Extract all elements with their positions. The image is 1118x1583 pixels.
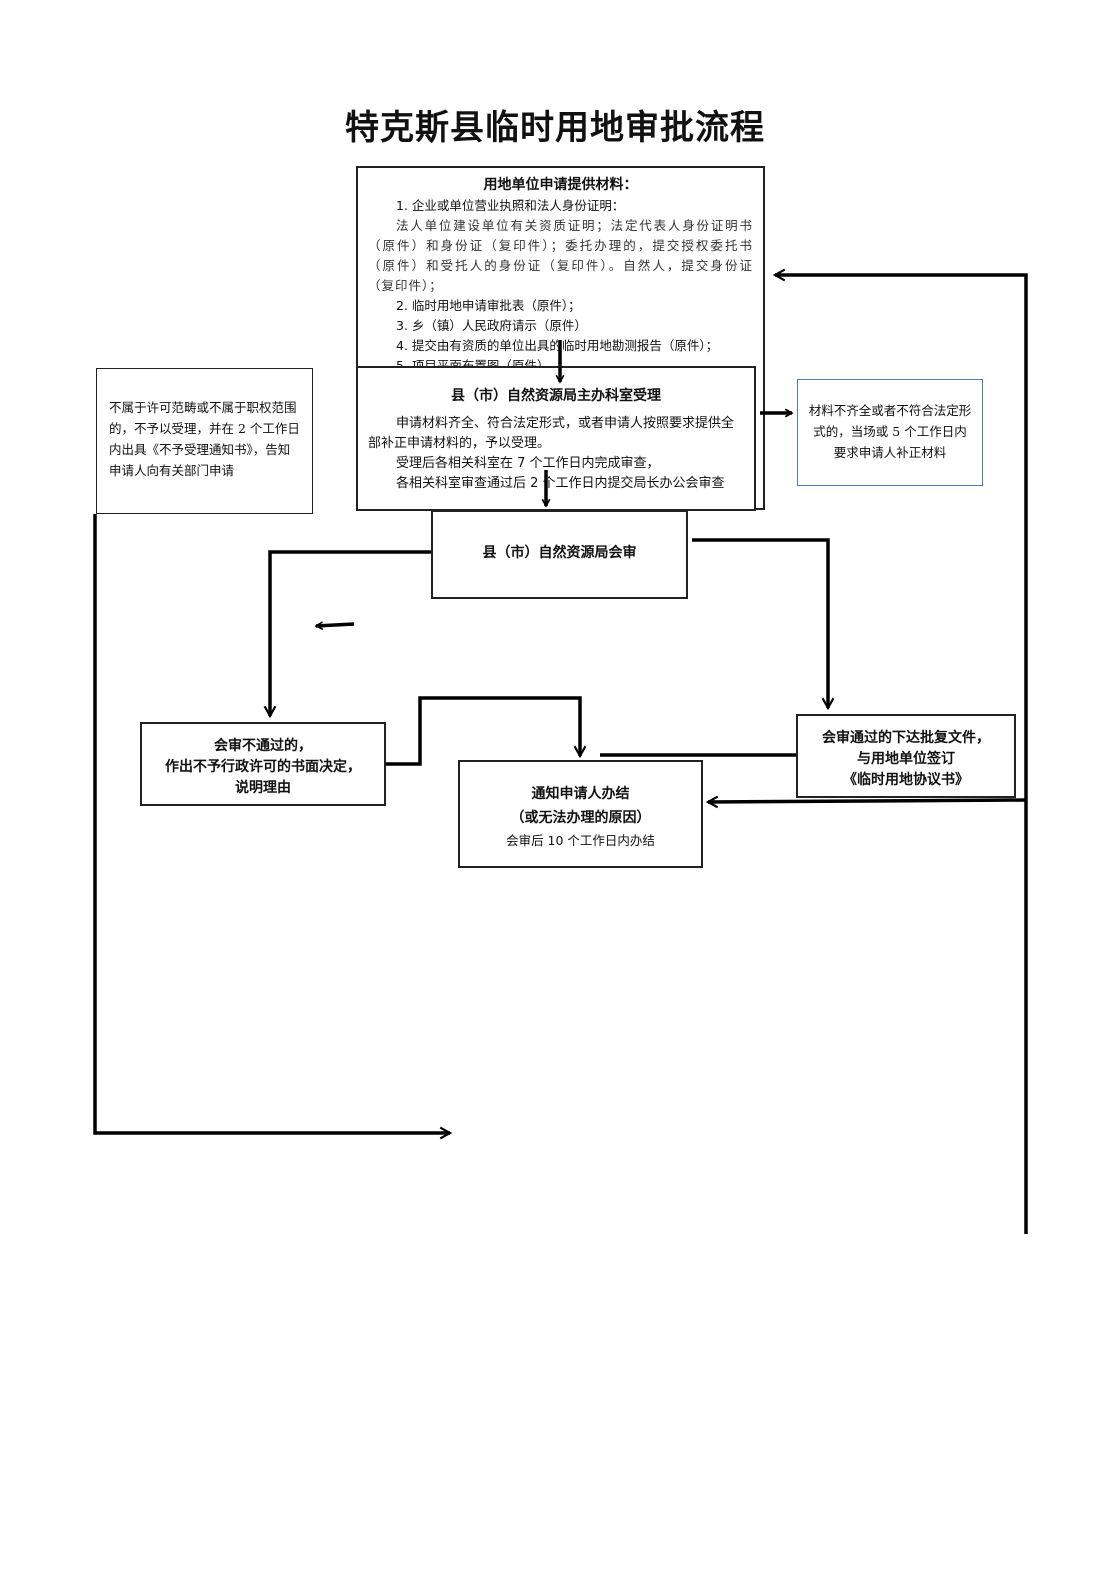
approved-line-2: 与用地单位签订 [857,751,955,767]
materials-item-1-detail: 法人单位建设单位有关资质证明；法定代表人身份证明书（原件）和身份证（复印件）；委… [368,218,753,293]
acceptance-line-1: 申请材料齐全、符合法定形式，或者申请人按照要求提供全部补正申请材料的，予以受理。 [368,416,735,451]
acceptance-line-2: 受理后各相关科室在 7 个工作日内完成审查， [396,456,660,471]
supplement-text: 材料不齐全或者不符合法定形式的，当场或 5 个工作日内要求申请人补正材料 [808,403,972,460]
acceptance-box: 县（市）自然资源局主办科室受理 申请材料齐全、符合法定形式，或者申请人按照要求提… [356,366,756,511]
review-heading: 县（市）自然资源局会审 [482,545,637,561]
materials-item-4: 4. 提交由有资质的单位出具的临时用地勘测报告（原件）； [396,338,719,353]
acceptance-heading: 县（市）自然资源局主办科室受理 [451,388,661,404]
approved-box: 会审通过的下达批复文件， 与用地单位签订 《临时用地协议书》 [796,714,1016,798]
arrow-stray-left [316,624,355,626]
rejection-text: 不属于许可范畴或不属于职权范围的，不予以受理，并在 2 个工作日内出具《不予受理… [109,400,300,478]
arrow-review-to-denied [270,550,431,716]
denied-line-2: 作出不予行政许可的书面决定， [165,759,361,775]
denied-line-3: 说明理由 [235,780,291,796]
rejection-box: 不属于许可范畴或不属于职权范围的，不予以受理，并在 2 个工作日内出具《不予受理… [96,368,313,514]
page-title: 特克斯县临时用地审批流程 [345,108,765,148]
materials-item-3: 3. 乡（镇）人民政府请示（原件） [396,318,587,333]
materials-heading: 用地单位申请提供材料： [483,177,638,193]
approved-line-1: 会审通过的下达批复文件， [822,730,990,746]
supplement-box: 材料不齐全或者不符合法定形式的，当场或 5 个工作日内要求申请人补正材料 [797,379,983,486]
materials-item-1: 1. 企业或单位营业执照和法人身份证明： [396,198,625,213]
acceptance-line-3: 各相关科室审查通过后 2 个工作日内提交局长办公会审查 [396,476,725,491]
review-box: 县（市）自然资源局会审 [431,510,688,599]
denied-box: 会审不通过的， 作出不予行政许可的书面决定， 说明理由 [140,722,386,806]
approved-line-3: 《临时用地协议书》 [843,772,969,788]
notify-line-2: （或无法办理的原因） [510,810,651,826]
arrow-review-to-approved [692,538,828,708]
notify-line-1: 通知申请人办结 [531,786,630,802]
denied-line-1: 会审不通过的， [214,738,312,754]
materials-item-2: 2. 临时用地申请审批表（原件）； [396,298,581,313]
arrow-right-loop-to-notify [708,800,1027,802]
arrow-rejection-down-right [93,514,450,1133]
arrow-denied-to-notify [386,696,580,766]
notify-line-3: 会审后 10 个工作日内办结 [506,833,655,848]
notify-box: 通知申请人办结 （或无法办理的原因） 会审后 10 个工作日内办结 [458,760,703,868]
